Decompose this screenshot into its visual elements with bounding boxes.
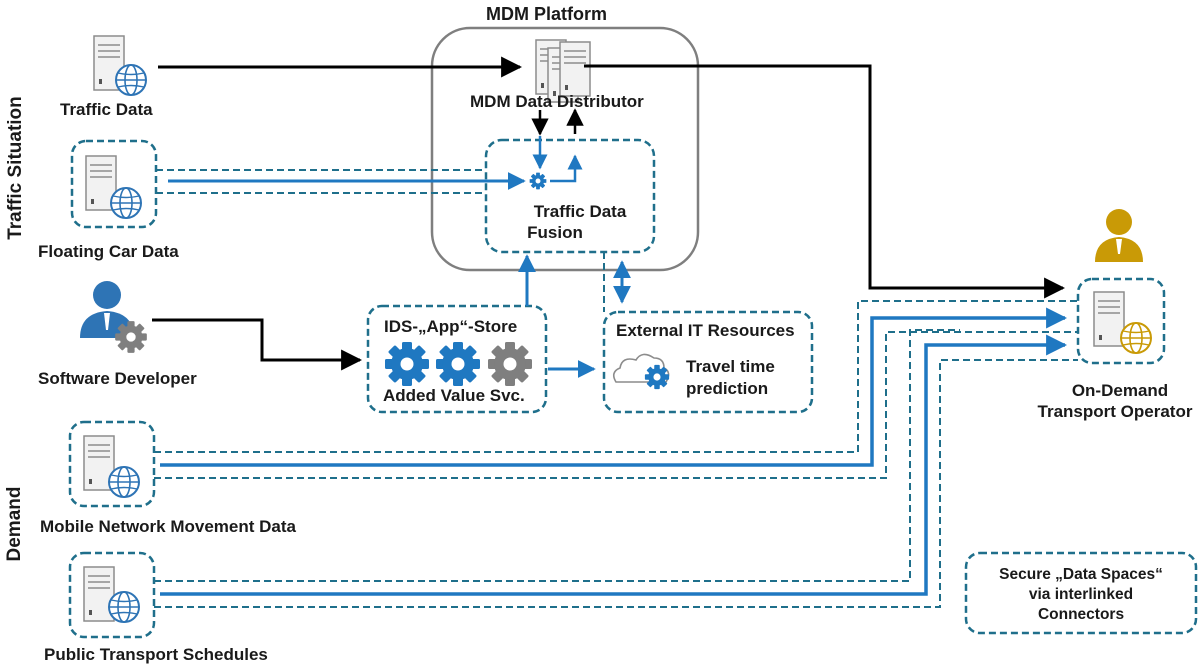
mdm-platform-frame	[430, 26, 700, 272]
mobile-network-to-operator-arrow	[160, 307, 1068, 467]
mdm-platform-title: MDM Platform	[486, 4, 607, 24]
public-transport-server-icon	[83, 566, 140, 623]
developer-to-appstore-arrow	[152, 318, 363, 371]
app-gear-1-icon	[385, 342, 429, 386]
section-traffic-situation: Traffic Situation	[5, 96, 26, 240]
external-it-connector	[602, 310, 814, 414]
software-developer-icon	[80, 281, 147, 353]
legend-connector-box	[964, 551, 1198, 635]
cloud-service-icon	[612, 353, 670, 390]
public-transport-label: Public Transport Schedules	[44, 645, 268, 664]
data-distributor-label: MDM Data Distributor	[470, 92, 644, 111]
floating-car-label: Floating Car Data	[38, 242, 179, 261]
app-gear-3-icon	[488, 342, 532, 386]
mobile-network-dash-top	[154, 300, 1078, 453]
external-it-title: External IT Resources	[616, 321, 795, 340]
traffic-data-label: Traffic Data	[60, 100, 153, 119]
public-transport-dash-bottom	[154, 359, 1078, 608]
traffic-data-server-icon	[93, 35, 147, 96]
fusion-gear-icon	[529, 172, 547, 190]
floating-car-server-icon	[85, 155, 142, 219]
operator-user-icon	[1095, 209, 1143, 262]
floating-car-connector	[70, 139, 158, 229]
public-transport-to-operator-arrow	[160, 334, 1068, 596]
fusion-out-arrow	[550, 154, 583, 183]
operator-server-icon	[1093, 291, 1152, 354]
operator-connector	[1076, 277, 1166, 365]
public-transport-connector	[68, 551, 156, 639]
mobile-network-server-icon	[83, 435, 140, 498]
app-store-title: IDS-„App“-Store	[384, 317, 518, 336]
operator-label-1: On-Demand	[1071, 381, 1169, 400]
mobile-network-label: Mobile Network Movement Data	[40, 517, 296, 536]
fusion-label-2: Fusion	[527, 223, 583, 242]
app-store-caption: Added Value Svc.	[383, 386, 525, 405]
legend-line-3: Connectors	[1037, 606, 1125, 623]
travel-time-label-2: prediction	[686, 379, 769, 398]
legend-line-2: via interlinked	[1028, 586, 1134, 603]
app-gear-2-icon	[436, 342, 480, 386]
traffic-fusion-connector	[484, 138, 656, 254]
mobile-network-connector	[68, 420, 156, 508]
fusion-label-1: Traffic Data	[533, 202, 627, 221]
distributor-to-operator-arrow	[584, 64, 1066, 299]
app-store-connector	[366, 304, 548, 414]
software-developer-label: Software Developer	[38, 369, 197, 388]
section-demand: Demand	[4, 486, 25, 562]
legend-line-1: Secure „Data Spaces“	[999, 566, 1163, 583]
operator-label-2: Transport Operator	[1037, 402, 1193, 421]
mobile-network-dash-bottom	[154, 331, 1078, 479]
travel-time-label-1: Travel time	[686, 357, 775, 376]
public-transport-dash-top	[154, 329, 960, 582]
